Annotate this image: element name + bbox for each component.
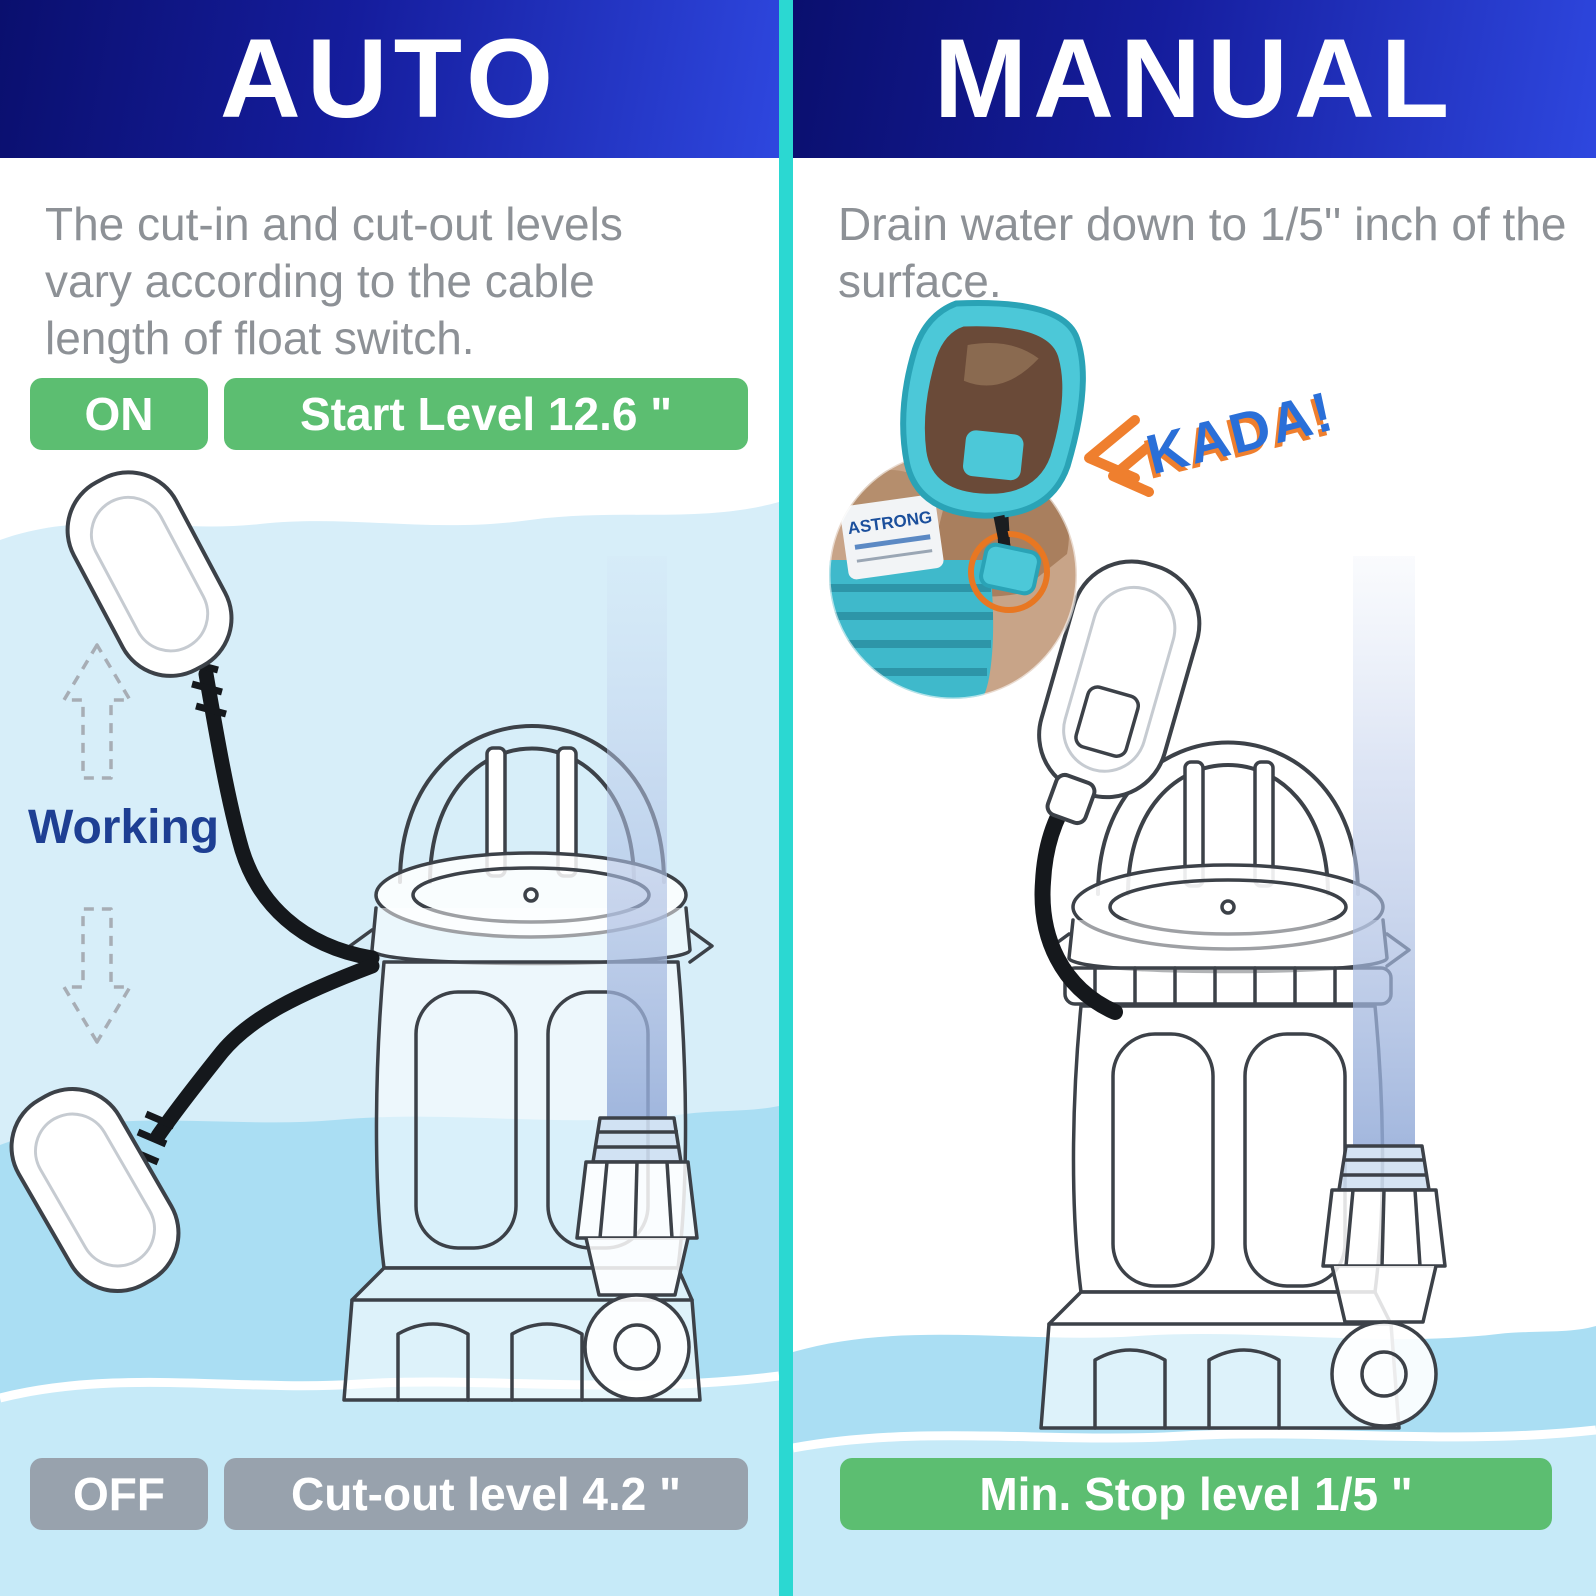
teal-float-switch [900,300,1086,519]
panel-divider [779,0,793,1596]
float-switch-photo-inset: ASTRONG [827,300,1086,701]
discharge-hose-right [1321,556,1447,1428]
float-switch-upper [65,470,380,966]
manual-panel: ASTRONG [793,0,1596,1596]
float-switch-attached [1034,559,1202,1020]
auto-bottom-badges: OFF Cut-out level 4.2 " [30,1458,748,1530]
float-switch-lower [9,958,380,1294]
auto-top-badges: ON Start Level 12.6 " [30,378,748,450]
min-stop-level-badge: Min. Stop level 1/5 " [840,1458,1552,1530]
on-badge: ON [30,378,208,450]
auto-title: AUTO [219,16,560,141]
cut-out-level-badge: Cut-out level 4.2 " [224,1458,748,1530]
manual-bottom-badges: Min. Stop level 1/5 " [840,1458,1552,1530]
pump-line-drawing-right [1039,740,1411,1430]
working-label: Working [28,801,220,854]
start-level-badge: Start Level 12.6 " [224,378,748,450]
manual-description: Drain water down to 1/5'' inch of the su… [838,198,1567,308]
auto-description: The cut-in and cut-out levels vary accor… [45,198,623,365]
connector-highlight-ring [968,531,1050,613]
manual-header-banner: MANUAL [793,0,1596,158]
discharge-hose-left [575,556,699,1401]
auto-panel: AUTO The cut-in and cut-out levels vary … [0,0,779,1596]
kada-sound-marks [1084,415,1154,497]
auto-header-banner: AUTO [0,0,779,158]
off-badge: OFF [30,1458,208,1530]
manual-title: MANUAL [933,16,1456,141]
